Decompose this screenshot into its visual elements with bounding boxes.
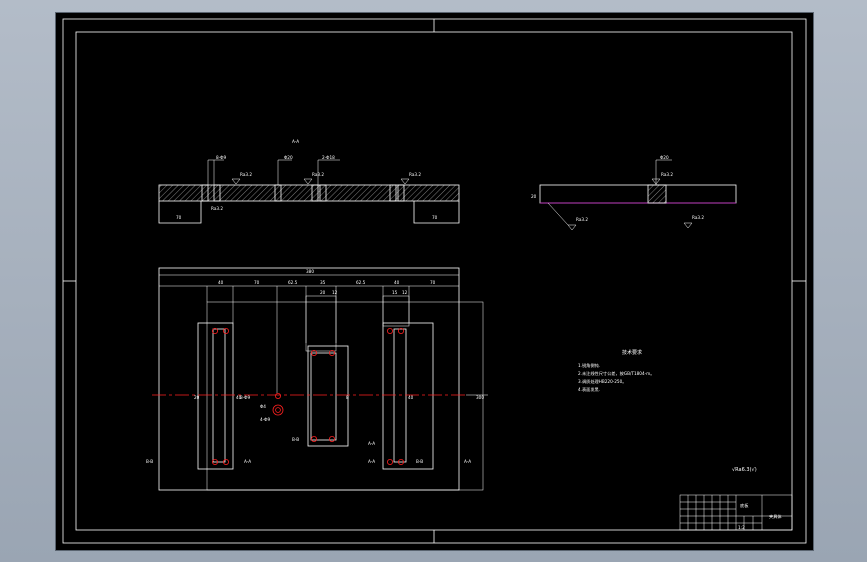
bore-5 [319, 184, 327, 202]
dim-holes-right: 2-Φ18 [322, 155, 335, 160]
small-label-1: B-B [146, 459, 153, 464]
side-label-2: 40 [236, 395, 242, 400]
small-label-6: 4-Φ9 [260, 417, 270, 422]
slot-block-middle [307, 345, 349, 447]
chain-dim-4: 35 [320, 280, 326, 285]
small-label-9: A-A [464, 459, 471, 464]
side-label-3: 8 [346, 395, 349, 400]
small-label-5: 8-Φ9 [240, 395, 250, 400]
chain-dim-1: 40 [218, 280, 224, 285]
technical-notes: 技术要求 1.锐角倒钝. 2.未注线性尺寸公差，按GB/T1804-m。 3.调… [578, 349, 654, 393]
hole-marker [222, 458, 229, 465]
small-label-8: B-B [416, 459, 423, 464]
chain-dim-3: 62.5 [288, 280, 298, 285]
note-line-2: 2.未注线性尺寸公差，按GB/T1804-m。 [578, 370, 654, 377]
bore-4 [311, 184, 319, 202]
roughness-3: Ra3.2 [409, 172, 421, 177]
inner-dim-3: 15 [392, 290, 398, 295]
hole-label: Φ4 [260, 404, 266, 409]
bore-6 [389, 184, 397, 202]
hole-marker [310, 349, 317, 356]
hole-marker [211, 327, 218, 334]
title-name-cell: 底板 [740, 502, 749, 509]
bore-2 [213, 184, 221, 202]
overall-width-dim: 380 [306, 269, 314, 274]
locating-hole-outer [272, 404, 284, 416]
chain-dim-5: 62.5 [356, 280, 366, 285]
inner-dim-2: 12 [332, 290, 338, 295]
inner-dim-4: 12 [402, 290, 408, 295]
small-label-7: A-A [368, 459, 375, 464]
title-scale-cell: 1:2 [738, 525, 745, 530]
note-line-3: 3.调质处理HB220-250。 [578, 378, 626, 385]
slot-right [393, 328, 407, 463]
foot-dim-left: 70 [176, 215, 182, 220]
plan-view: 380 40 70 62.5 35 62.5 40 70 20 12 15 12 [146, 267, 488, 491]
bore-7 [397, 184, 405, 202]
bore-1 [201, 184, 209, 202]
title-part-cell: 夹具体 [769, 513, 782, 520]
middle-upper-frame [305, 295, 337, 352]
side-label-4: 40 [408, 395, 414, 400]
dim-center-bore: Φ20 [284, 155, 293, 160]
roughness-1: Ra3.2 [240, 172, 252, 177]
side-roughness-2: Ra3.2 [576, 217, 588, 222]
hole-marker [328, 349, 335, 356]
small-label-2: A-A [244, 459, 251, 464]
hole-marker [222, 327, 229, 334]
side-label-5: 300 [476, 395, 484, 400]
section-label: A-A [292, 139, 299, 144]
small-label-3: B-B [292, 437, 299, 442]
right-foot [413, 201, 460, 224]
note-line-4: 4.表面发黑. [578, 386, 600, 393]
hole-marker [211, 458, 218, 465]
hole-marker [386, 458, 393, 465]
cad-viewport[interactable]: A-A 8-Φ9 Φ20 2-Φ18 Ra3.2 Ra3.2 Ra3.2 Ra3… [55, 12, 814, 551]
side-dim-height: 20 [531, 194, 537, 199]
plan-outer-outline [158, 267, 460, 491]
side-label-1: 20 [194, 395, 200, 400]
left-foot [158, 201, 202, 224]
dim-holes-left: 8-Φ9 [216, 155, 226, 160]
slot-block-left [197, 322, 234, 470]
roughness-2: Ra3.2 [312, 172, 324, 177]
inner-dim-1: 20 [320, 290, 326, 295]
side-roughness-1: Ra3.2 [661, 172, 673, 177]
small-label-4: A-A [368, 441, 375, 446]
right-upper-frame [382, 295, 410, 327]
pin-hole [274, 392, 281, 399]
general-roughness-symbol: √Ra6.3(√) [732, 467, 757, 473]
left-section-view: A-A 8-Φ9 Φ20 2-Φ18 Ra3.2 Ra3.2 Ra3.2 Ra3… [158, 139, 460, 224]
chain-dim-6: 40 [394, 280, 400, 285]
slot-block-right [382, 322, 434, 470]
slot-left [212, 328, 226, 463]
locating-hole-inner [275, 407, 281, 413]
plan-inner-outline [206, 301, 484, 491]
note-line-1: 1.锐角倒钝. [578, 362, 600, 369]
section-plate [158, 184, 460, 202]
foot-dim-right: 70 [432, 215, 438, 220]
hole-marker [386, 327, 393, 334]
title-block: 底板 夹具体 1:2 [679, 494, 793, 531]
hole-marker [397, 327, 404, 334]
roughness-4: Ra3.2 [211, 206, 223, 211]
side-roughness-3: Ra3.2 [692, 215, 704, 220]
notes-heading: 技术要求 [622, 349, 642, 356]
side-dim-top: Φ20 [660, 155, 669, 160]
hole-marker [397, 458, 404, 465]
hole-marker [310, 435, 317, 442]
hole-marker [328, 435, 335, 442]
right-section-view: Φ20 Ra3.2 Ra3.2 Ra3.2 20 [531, 155, 737, 231]
chain-dim-7: 70 [430, 280, 436, 285]
chain-dim-2: 70 [254, 280, 260, 285]
drawing-canvas: A-A 8-Φ9 Φ20 2-Φ18 Ra3.2 Ra3.2 Ra3.2 Ra3… [62, 18, 807, 544]
side-plate-bore [647, 184, 667, 204]
side-plate [539, 184, 737, 204]
slot-middle [310, 352, 337, 441]
